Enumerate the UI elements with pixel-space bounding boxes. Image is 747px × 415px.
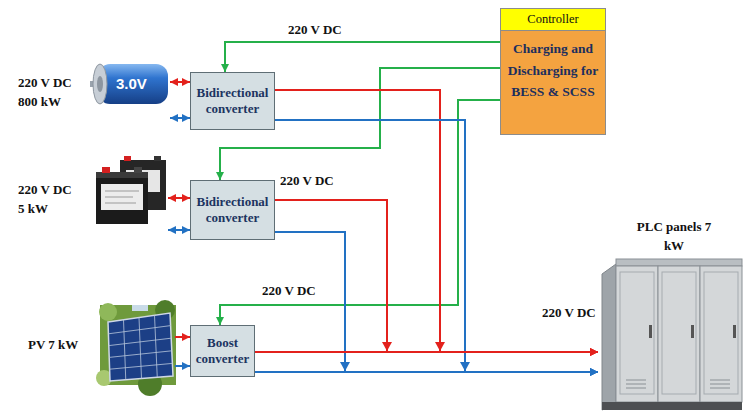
pv-panel-picture bbox=[132, 305, 148, 311]
pv-panel-picture bbox=[108, 326, 170, 334]
power-line bbox=[255, 351, 598, 353]
pv-panel-picture bbox=[155, 315, 158, 377]
plc-cabinet-picture bbox=[710, 384, 730, 385]
converter-label: Boost converter bbox=[195, 335, 250, 368]
supercapacitor-bank: 220 V DC 800 kW bbox=[18, 60, 170, 128]
pv-panel-picture bbox=[109, 351, 172, 358]
plc-cabinet-picture bbox=[616, 259, 742, 266]
converter-label: Bidirectional converter bbox=[195, 85, 270, 118]
voltage-label-holder: 220 V DC bbox=[262, 283, 316, 299]
battery-picture bbox=[102, 167, 110, 173]
pv-panel-picture bbox=[108, 313, 173, 381]
voltage-label-holder: 220 V DC bbox=[542, 305, 596, 321]
component-label: PLC panels 7 kW bbox=[636, 218, 712, 256]
converter-label: Bidirectional converter bbox=[195, 194, 270, 227]
component-label: 220 V DC 800 kW bbox=[18, 74, 80, 112]
battery-picture bbox=[105, 203, 136, 204]
controller-box: ControllerCharging and Discharging for B… bbox=[500, 8, 606, 135]
plc-cabinet-picture bbox=[602, 402, 742, 410]
plc-panels: PLC panels 7 kW bbox=[598, 216, 743, 411]
converter-box: Bidirectional converter bbox=[190, 180, 275, 240]
voltage-label-holder: 220 V DC bbox=[280, 173, 334, 189]
plc-cabinet-picture bbox=[700, 266, 742, 402]
plc-cabinet-picture bbox=[602, 264, 616, 410]
plc-cabinet-picture bbox=[704, 272, 738, 394]
battery-picture bbox=[105, 191, 139, 192]
capacitor-rating-holder: 3.0V bbox=[116, 75, 147, 93]
converter-box: Boost converter bbox=[190, 325, 255, 377]
component-label: PV 7 kW bbox=[28, 336, 78, 355]
power-line bbox=[170, 117, 190, 119]
pv-panel-picture bbox=[124, 320, 126, 380]
plc-cabinet-picture bbox=[710, 388, 730, 389]
battery-picture bbox=[101, 184, 143, 210]
plc-cabinet-picture bbox=[620, 272, 654, 394]
plc-cabinet-picture bbox=[691, 325, 694, 338]
plc-cabinet-picture bbox=[710, 380, 730, 381]
plc-cabinet-picture bbox=[602, 259, 742, 410]
voltage-label-holder: 220 V DC bbox=[288, 22, 342, 38]
supercapacitor-picture bbox=[98, 64, 168, 104]
component-label: 220 V DC 5 kW bbox=[18, 181, 80, 219]
power-line bbox=[168, 197, 190, 199]
plc-cabinet-picture bbox=[626, 380, 646, 381]
battery-picture bbox=[124, 156, 131, 161]
plc-cabinet-picture bbox=[649, 325, 652, 338]
voltage-label: 220 V DC bbox=[280, 173, 334, 189]
pv-array: PV 7 kW bbox=[28, 305, 175, 385]
battery-picture bbox=[96, 172, 148, 224]
battery-picture bbox=[154, 156, 161, 161]
plc-cabinet-picture bbox=[616, 266, 658, 402]
battery-picture bbox=[105, 197, 133, 198]
pv-panel-picture bbox=[99, 303, 117, 321]
pv-panel-picture bbox=[109, 338, 171, 345]
power-line bbox=[275, 120, 598, 372]
plc-cabinet-picture bbox=[733, 325, 736, 338]
voltage-label: 220 V DC bbox=[262, 283, 316, 299]
voltage-label: 220 V DC bbox=[288, 22, 342, 38]
pv-panel-picture bbox=[96, 300, 176, 396]
bus-junction-arrows bbox=[340, 342, 470, 371]
power-line bbox=[275, 200, 598, 352]
converter-box: Bidirectional converter bbox=[190, 72, 275, 130]
power-line bbox=[255, 371, 598, 373]
battery-bank: 220 V DC 5 kW bbox=[18, 156, 168, 238]
supercapacitor-picture bbox=[93, 64, 107, 104]
plc-cabinet-picture bbox=[662, 272, 696, 394]
power-line bbox=[175, 365, 190, 367]
pv-panel-picture bbox=[139, 318, 142, 379]
battery-picture bbox=[134, 167, 142, 173]
pv-panel-picture bbox=[110, 363, 173, 369]
supercapacitor-picture bbox=[97, 76, 103, 92]
plc-cabinet-picture bbox=[626, 384, 646, 385]
power-line bbox=[175, 336, 190, 338]
controller-text: Controller bbox=[501, 9, 605, 31]
plc-cabinet-picture bbox=[626, 388, 646, 389]
capacitor-rating: 3.0V bbox=[116, 75, 147, 93]
voltage-label: 220 V DC bbox=[542, 305, 596, 321]
battery-picture bbox=[96, 156, 166, 224]
controller-text: Charging and Discharging for BESS & SCSS bbox=[501, 31, 605, 134]
supercapacitor-picture bbox=[90, 64, 168, 104]
power-line bbox=[168, 229, 190, 231]
plc-cabinet-picture bbox=[658, 266, 700, 402]
power-line bbox=[170, 81, 190, 83]
